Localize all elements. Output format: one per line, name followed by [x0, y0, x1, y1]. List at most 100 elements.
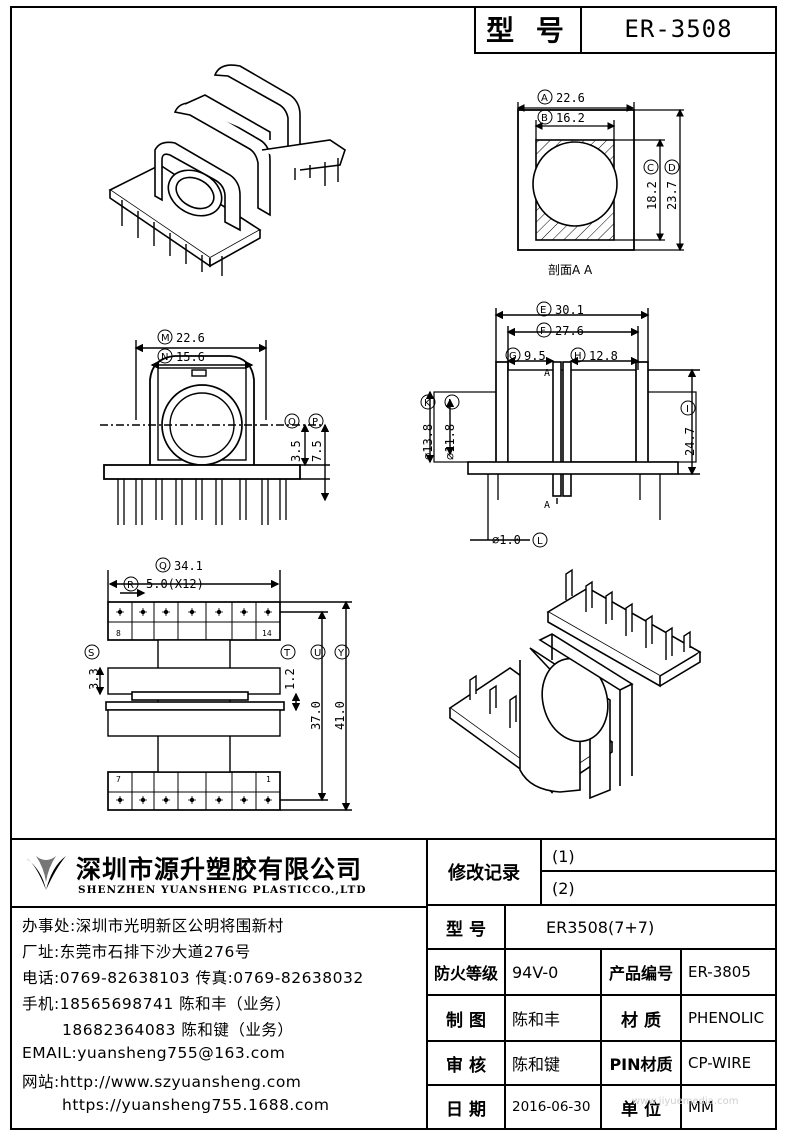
- pin-cross: [139, 608, 147, 616]
- dim-g: 9.5: [524, 349, 546, 363]
- model-field-value: ER3508(7+7): [546, 917, 655, 937]
- svg-text:F: F: [540, 326, 546, 337]
- dim-q: 34.1: [174, 559, 203, 573]
- dim-y: 41.0: [333, 701, 347, 730]
- svg-text:Y: Y: [337, 648, 345, 659]
- divider: [426, 904, 777, 906]
- side-view-labels: E 30.1 F 27.6 G 9.5 H 12.8 A A K ⌀13.8 J…: [420, 301, 697, 548]
- svg-text:H: H: [574, 351, 582, 362]
- drawing-sheet: [10, 6, 777, 1130]
- revision-row-1: (1): [552, 846, 575, 866]
- checked-by-value: 陈和键: [512, 1055, 561, 1074]
- title-block-header: 型 号 ER-3508: [474, 6, 777, 54]
- fire-rating-label: 防火等级: [433, 964, 498, 983]
- dim-a: 22.6: [556, 91, 585, 105]
- product-no-value: ER-3805: [688, 963, 751, 981]
- fire-rating-value: 94V-0: [512, 962, 559, 982]
- company-logo-icon: [26, 856, 66, 890]
- dim-d: 23.7: [665, 181, 679, 210]
- factory-address: 厂址:东莞市石排下沙大道276号: [22, 943, 251, 961]
- dim-s: 3.3: [87, 668, 101, 690]
- pin-cross: [188, 796, 196, 804]
- dim-k: ⌀13.8: [421, 424, 435, 460]
- model-field-label: 型 号: [446, 919, 486, 940]
- svg-text:S: S: [88, 648, 94, 659]
- svg-text:D: D: [668, 163, 676, 174]
- office-address: 办事处:深圳市光明新区公明将围新村: [22, 917, 284, 935]
- divider: [426, 838, 428, 1130]
- pin-cross: [240, 796, 248, 804]
- svg-text:B: B: [541, 113, 548, 124]
- iso-view-bottom: [448, 568, 702, 800]
- pin-cross: [116, 608, 124, 616]
- dim-e: 30.1: [555, 303, 584, 317]
- pin-cross: [264, 796, 272, 804]
- dim-l: ⌀1.0: [492, 533, 521, 547]
- divider: [540, 870, 777, 872]
- unit-label: 单 位: [621, 1099, 661, 1120]
- pin-cross: [240, 608, 248, 616]
- website: 网站:http://www.szyuansheng.com: [22, 1073, 302, 1091]
- pin-cross: [215, 796, 223, 804]
- side-view: [425, 308, 700, 541]
- material-label: 材 质: [621, 1010, 661, 1031]
- section-mark-bottom: A: [544, 500, 550, 511]
- section-caption: 剖面A A: [548, 263, 593, 277]
- section-aa-view: [516, 102, 684, 252]
- dim-u: 37.0: [309, 701, 323, 730]
- svg-text:L: L: [537, 536, 543, 547]
- company-header: 深圳市源升塑胶有限公司 SHENZHEN YUANSHENG PLASTICCO…: [10, 844, 426, 904]
- front-view: [100, 340, 330, 525]
- mobile-1: 手机:18565698741 陈和丰（业务）: [22, 995, 292, 1013]
- pin-material-label: PIN材质: [609, 1055, 673, 1074]
- svg-text:E: E: [540, 305, 546, 316]
- divider: [680, 948, 682, 1130]
- product-no-label: 产品编号: [608, 964, 673, 983]
- pin-material-value: CP-WIRE: [688, 1054, 752, 1072]
- technical-drawing: A 22.6 B 16.2 C 18.2 D 23.7 剖面A A: [84, 64, 702, 812]
- svg-text:K: K: [424, 398, 431, 409]
- mobile-2: 18682364083 陈和键（业务）: [62, 1021, 294, 1039]
- svg-text:P: P: [312, 417, 318, 428]
- dim-j: ⌀11.8: [443, 424, 457, 460]
- material-value: PHENOLIC: [688, 1009, 765, 1027]
- pin-cross: [215, 608, 223, 616]
- svg-text:N: N: [161, 352, 168, 363]
- section-mark-top: A: [544, 368, 550, 379]
- pin-cross: [162, 608, 170, 616]
- revision-label: 修改记录: [448, 863, 520, 884]
- pin-number-14: 14: [262, 629, 272, 638]
- pin-cross: [188, 608, 196, 616]
- svg-text:T: T: [283, 648, 291, 659]
- pin-cross: [264, 608, 272, 616]
- part-number: ER-3508: [624, 15, 733, 43]
- front-view-labels: M 22.6 N 15.6 O 3.5 P 7.5: [157, 329, 324, 462]
- svg-text:G: G: [509, 351, 517, 362]
- email: EMAIL:yuansheng755@163.com: [22, 1044, 286, 1062]
- pin-number-8: 8: [116, 629, 121, 638]
- dim-f: 27.6: [555, 324, 584, 338]
- dim-t: 1.2: [283, 668, 297, 690]
- divider: [540, 840, 542, 904]
- dim-b: 16.2: [556, 111, 585, 125]
- svg-text:M: M: [161, 333, 170, 344]
- pin-number-7: 7: [116, 775, 121, 784]
- svg-text:U: U: [314, 648, 321, 659]
- drawn-by-value: 陈和丰: [512, 1010, 561, 1029]
- dim-n: 15.6: [176, 350, 205, 364]
- dim-o: 3.5: [289, 440, 303, 462]
- divider: [504, 904, 506, 1130]
- phone-fax: 电话:0769-82638103 传真:0769-82638032: [22, 969, 364, 987]
- section-aa-labels: A 22.6 B 16.2 C 18.2 D 23.7 剖面A A: [537, 89, 680, 277]
- website-1688: https://yuansheng755.1688.com: [62, 1096, 330, 1114]
- divider: [600, 948, 602, 1130]
- divider: [10, 906, 428, 908]
- company-name-en: SHENZHEN YUANSHENG PLASTICCO.,LTD: [78, 884, 367, 896]
- pin-cross: [116, 796, 124, 804]
- svg-text:I: I: [686, 404, 689, 415]
- company-name-cn: 深圳市源升塑胶有限公司: [76, 855, 363, 884]
- svg-text:C: C: [647, 163, 654, 174]
- pin-cross: [139, 796, 147, 804]
- unit-value: MM: [688, 1098, 714, 1116]
- drawn-by-label: 制 图: [446, 1010, 486, 1031]
